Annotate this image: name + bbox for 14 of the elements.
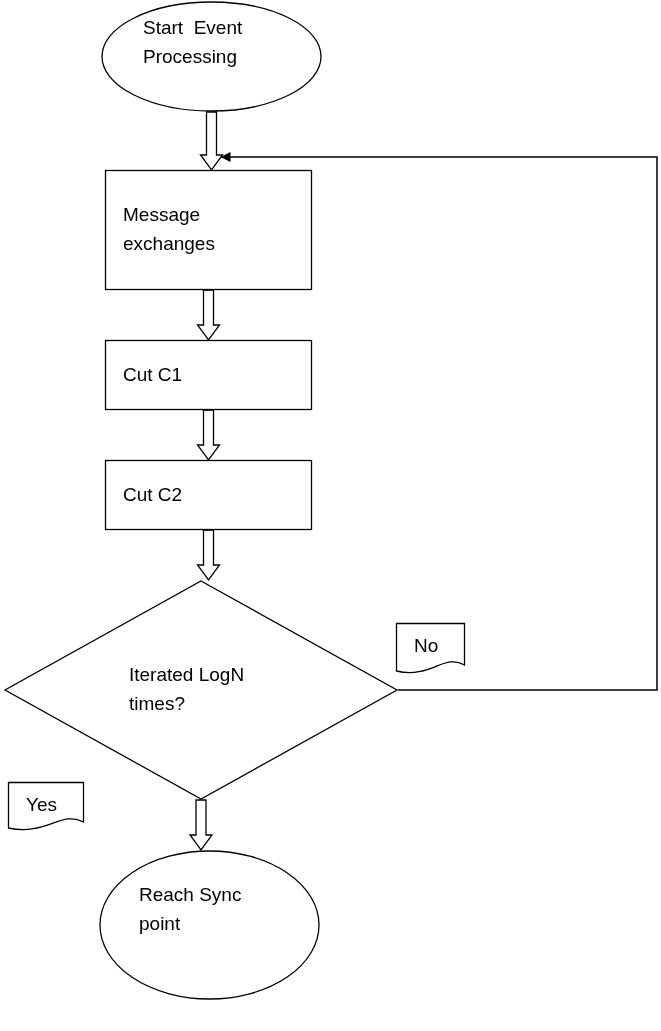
block-arrow <box>196 289 221 342</box>
node-label: Cut C2 <box>123 483 184 507</box>
block-arrow <box>188 799 214 852</box>
node-label: Yes <box>26 793 58 817</box>
arrow <box>220 152 658 691</box>
block-arrow <box>196 409 221 462</box>
block-arrow <box>199 111 224 172</box>
node-label: Start Event Processing <box>143 16 244 69</box>
node-label: Iterated LogN times? <box>129 663 246 716</box>
block-arrow <box>196 529 221 582</box>
node-label: Reach Sync point <box>139 883 243 936</box>
node-label: Message exchanges <box>123 203 216 256</box>
node-label: No <box>414 634 440 658</box>
node-label: Cut C1 <box>123 363 184 387</box>
